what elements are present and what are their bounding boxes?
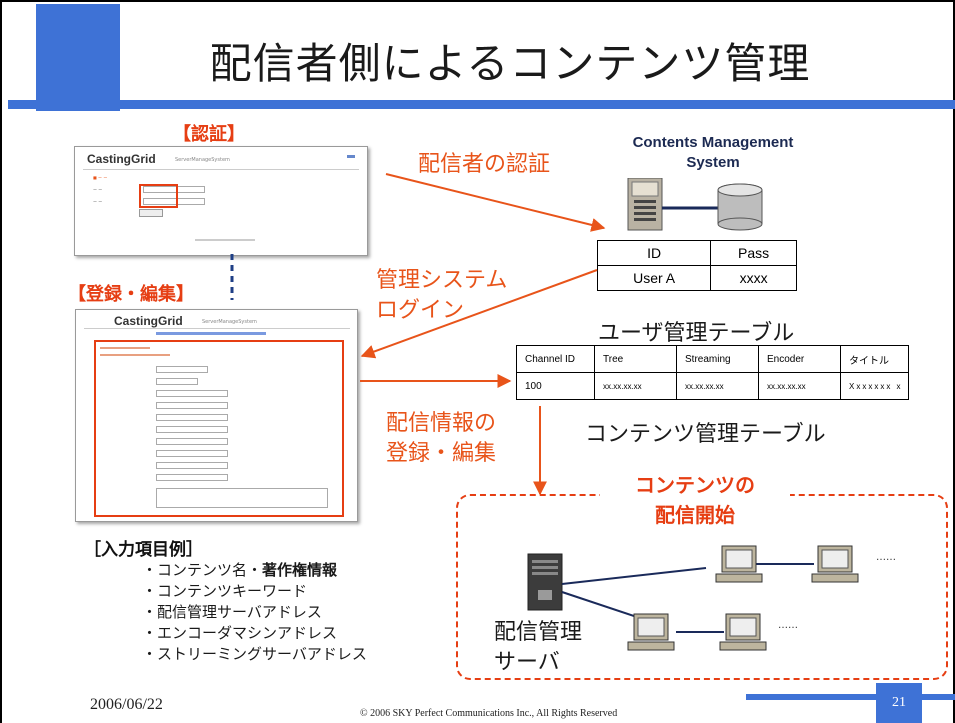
thumb-pass-label: ー ー bbox=[93, 199, 103, 204]
footer-accent-line bbox=[746, 694, 876, 700]
cms-title: Contents Management System bbox=[588, 133, 838, 173]
thumb-divider bbox=[83, 169, 359, 170]
thumb-login-button bbox=[139, 209, 163, 217]
server-label-line2: サーバ bbox=[494, 650, 560, 675]
copyright-info-emphasis: 著作権情報 bbox=[262, 561, 338, 579]
thumb-user-field bbox=[143, 186, 205, 193]
footer-accent-tail bbox=[922, 694, 955, 700]
content-table-header: タイトル bbox=[840, 345, 909, 373]
thumb-form-field bbox=[156, 426, 228, 433]
thumb-logo: CastingGrid bbox=[87, 152, 156, 166]
thumb-form-field bbox=[156, 390, 228, 397]
slide-border-left bbox=[0, 0, 2, 723]
content-table-caption: コンテンツ管理テーブル bbox=[585, 422, 826, 447]
thumb-form-field bbox=[156, 414, 228, 421]
server-label-line1: 配信管理 bbox=[494, 620, 583, 645]
auth-label: 【認証】 bbox=[173, 124, 245, 145]
cms-title-line2: System bbox=[686, 154, 740, 171]
register-flow-label-line2: 登録・編集 bbox=[386, 441, 497, 466]
thumb-heading: ■ ー ー bbox=[93, 175, 108, 180]
thumb-form-field bbox=[156, 474, 228, 481]
input-example-item: ・エンコーダマシンアドレス bbox=[142, 624, 338, 642]
edit-highlight-box bbox=[94, 340, 344, 517]
content-table-cell: xx.xx.xx.xx bbox=[676, 372, 759, 400]
auth-flow-label: 配信者の認証 bbox=[418, 152, 551, 177]
thumb-form-heading bbox=[100, 347, 150, 349]
cms-title-line1: Contents Management bbox=[632, 134, 794, 151]
more-clients-ellipsis: …… bbox=[876, 552, 896, 563]
edit-screen-thumbnail: CastingGrid ServerManageSystem bbox=[75, 309, 358, 522]
thumb-subtitle: ServerManageSystem bbox=[202, 319, 257, 325]
content-table-header: Channel ID bbox=[516, 345, 595, 373]
delivery-heading-bg bbox=[600, 470, 790, 532]
auth-screen-thumbnail: CastingGrid ServerManageSystem ■ ー ー ー ー… bbox=[74, 146, 368, 256]
title-underline-bar bbox=[8, 100, 955, 109]
delivery-heading-line1: コンテンツの bbox=[635, 473, 755, 497]
input-example-item: ・ストリーミングサーバアドレス bbox=[142, 645, 367, 663]
delivery-heading-line2: 配信開始 bbox=[655, 503, 735, 527]
thumb-user-label: ー ー bbox=[93, 187, 103, 192]
thumb-form-field bbox=[156, 402, 228, 409]
auth-to-edit-connector bbox=[230, 254, 234, 300]
content-table-cell: xx.xx.xx.xx bbox=[758, 372, 841, 400]
server-label: 配信管理 サーバ bbox=[494, 618, 582, 678]
slide-border-top bbox=[0, 0, 955, 2]
register-flow-label: 配信情報の 登録・編集 bbox=[386, 409, 496, 469]
thumb-form-field bbox=[156, 438, 228, 445]
thumb-textarea bbox=[156, 488, 328, 508]
delivery-heading: コンテンツの 配信開始 bbox=[600, 470, 790, 530]
input-examples-heading: ［入力項目例］ bbox=[84, 540, 203, 560]
thumb-form-field bbox=[156, 462, 228, 469]
thumb-nav bbox=[156, 332, 266, 335]
content-table-cell: 100 bbox=[516, 372, 595, 400]
content-table: Channel ID Tree Streaming Encoder タイトル 1… bbox=[516, 345, 909, 400]
title-accent-block bbox=[36, 4, 120, 111]
thumb-pass-field bbox=[143, 198, 205, 205]
cms-server-icon bbox=[627, 178, 763, 231]
thumb-form-note bbox=[100, 354, 170, 356]
user-table: ID Pass User A xxxx bbox=[596, 240, 797, 291]
user-table-header: ID bbox=[596, 240, 712, 266]
thumb-form-field bbox=[156, 378, 198, 385]
user-table-cell: xxxx bbox=[710, 265, 797, 291]
thumb-subtitle: ServerManageSystem bbox=[175, 157, 230, 163]
slide-title: 配信者側によるコンテンツ管理 bbox=[209, 39, 811, 88]
register-flow-label-line1: 配信情報の bbox=[386, 411, 497, 436]
thumb-divider bbox=[84, 328, 350, 329]
edit-label: 【登録・編集】 bbox=[68, 284, 194, 305]
page-number: 21 bbox=[876, 683, 922, 723]
login-flow-label: 管理システム ログイン bbox=[376, 266, 507, 326]
content-table-header: Encoder bbox=[758, 345, 841, 373]
thumb-footer bbox=[195, 239, 255, 241]
thumb-logo: CastingGrid bbox=[114, 314, 183, 328]
login-flow-label-line2: ログイン bbox=[376, 298, 465, 323]
more-clients-ellipsis: …… bbox=[778, 620, 798, 631]
thumb-form-field bbox=[156, 366, 208, 373]
thumb-link bbox=[347, 155, 355, 158]
slide-date: 2006/06/22 bbox=[90, 696, 163, 713]
input-example-item: ・コンテンツ名・著作権情報 bbox=[142, 561, 338, 579]
user-table-cell: User A bbox=[596, 265, 712, 291]
thumb-form-field bbox=[156, 450, 228, 457]
input-example-item: ・配信管理サーバアドレス bbox=[142, 603, 322, 621]
user-table-caption: ユーザ管理テーブル bbox=[598, 321, 795, 346]
slide-border-right bbox=[953, 0, 955, 723]
copyright-notice: © 2006 SKY Perfect Communications Inc., … bbox=[360, 708, 618, 719]
input-examples-list: ・コンテンツ名・著作権情報 ・コンテンツキーワード ・配信管理サーバアドレス ・… bbox=[142, 560, 367, 665]
login-flow-label-line1: 管理システム bbox=[376, 268, 508, 293]
content-table-cell: xx.xx.xx.xx bbox=[594, 372, 677, 400]
delivery-network bbox=[527, 545, 859, 651]
auth-highlight-box bbox=[139, 184, 178, 208]
content-table-header: Streaming bbox=[676, 345, 759, 373]
content-table-cell: Xxxxxxx x bbox=[840, 372, 909, 400]
input-example-item: ・コンテンツキーワード bbox=[142, 582, 308, 600]
